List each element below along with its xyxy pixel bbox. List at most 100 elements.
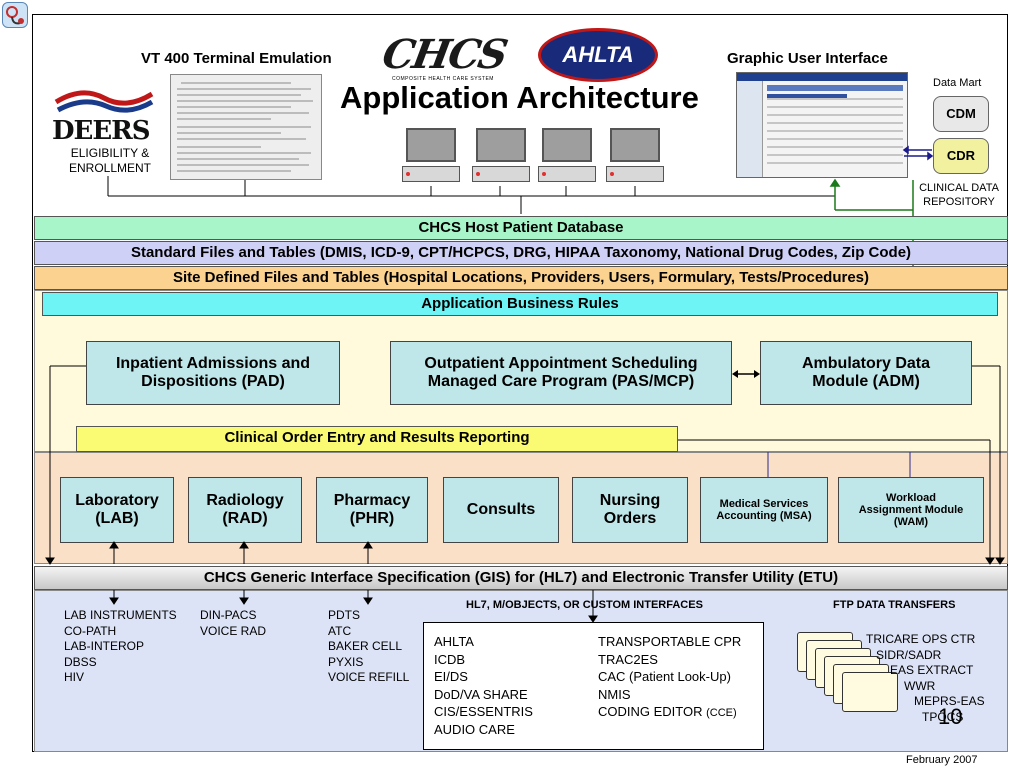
list-item: PDTS (328, 608, 361, 622)
wam-line-2: Assignment Module (858, 504, 964, 516)
deers-logo: DEERS (52, 84, 156, 146)
order-entry-bar: Clinical Order Entry and Results Reporti… (76, 426, 678, 452)
eligibility-line-1: ELIGIBILITY & (70, 146, 150, 160)
list-item: WWR (904, 678, 936, 693)
list-item: LAB INSTRUMENTS (64, 608, 177, 622)
list-item: CODING EDITOR (CCE) (598, 703, 741, 723)
lab-module: Laboratory(LAB) (60, 477, 174, 543)
standard-files-bar: Standard Files and Tables (DMIS, ICD-9, … (34, 241, 1008, 265)
list-item: CIS/ESSENTRIS (434, 704, 533, 719)
vt-terminal-screenshot (170, 74, 322, 180)
deers-logo-text: DEERS (52, 116, 151, 146)
business-rules-bar: Application Business Rules (42, 292, 998, 316)
gui-screenshot (736, 72, 908, 178)
msa-line-2: Accounting (MSA) (716, 510, 812, 522)
list-item: CO-PATH (64, 623, 117, 638)
coding-editor-suffix: (CCE) (706, 707, 737, 719)
list-item: VOICE REFILL (328, 670, 410, 684)
ftp-heading: FTP DATA TRANSFERS (833, 599, 956, 611)
list-item: ATC (328, 623, 352, 638)
list-item: PYXIS (328, 654, 364, 669)
list-item: NMIS (598, 686, 631, 702)
msa-line-1: Medical Services (719, 498, 809, 510)
list-item: TRAC2ES (598, 651, 658, 667)
list-item: AHLTA (434, 634, 474, 649)
rad-interfaces-list: DIN-PACS VOICE RAD (200, 608, 266, 639)
pc-icon (402, 128, 460, 188)
pc-icon (538, 128, 596, 188)
wam-line-3: (WAM) (893, 516, 929, 528)
list-item: EI/DS (434, 669, 468, 684)
vt-terminal-label: VT 400 Terminal Emulation (141, 50, 332, 67)
hl7-column-2: TRANSPORTABLE CPR TRAC2ES CAC (Patient L… (598, 633, 741, 723)
list-item: HIV (64, 670, 85, 684)
list-item: DoD/VA SHARE (434, 686, 528, 702)
phr-interfaces-list: PDTS ATC BAKER CELL PYXIS VOICE REFILL (328, 608, 409, 686)
host-patient-database-bar: CHCS Host Patient Database (34, 216, 1008, 240)
list-item: ICDB (434, 651, 466, 667)
stethoscope-icon (2, 2, 28, 28)
rad-line-2: (RAD) (222, 510, 268, 527)
list-item: BAKER CELL (328, 639, 403, 653)
site-defined-files-bar: Site Defined Files and Tables (Hospital … (34, 266, 1008, 290)
nursing-line-1: Nursing (599, 492, 661, 509)
chcs-logo: CHCS COMPOSITE HEALTH CARE SYSTEM (379, 31, 510, 82)
consults-label: Consults (466, 501, 536, 518)
list-item: AUDIO CARE (434, 721, 515, 737)
adm-line-2: Module (ADM) (812, 373, 920, 390)
date-footer: February 2007 (906, 754, 978, 766)
consults-module: Consults (443, 477, 559, 543)
phr-line-1: Pharmacy (333, 492, 411, 509)
list-item: EAS EXTRACT (890, 663, 974, 677)
list-item: VOICE RAD (200, 623, 267, 638)
adm-line-1: Ambulatory Data (801, 355, 931, 372)
cdm-database: CDM (933, 96, 989, 132)
chcs-logo-subtitle: COMPOSITE HEALTH CARE SYSTEM (392, 76, 494, 82)
pas-adm-arrow (732, 370, 760, 378)
repository-line-2: REPOSITORY (923, 196, 995, 208)
page-number: 10 (938, 704, 963, 729)
folder-icon (842, 672, 898, 712)
clinical-data-repository-label: CLINICAL DATA REPOSITORY (914, 181, 1004, 209)
list-item: CAC (Patient Look-Up) (598, 669, 731, 684)
page-title: Application Architecture (340, 80, 699, 115)
pc-icon (606, 128, 664, 188)
lab-interfaces-list: LAB INSTRUMENTS CO-PATH LAB-INTEROP DBSS… (64, 608, 177, 686)
pad-line-2: Dispositions (PAD) (141, 373, 285, 390)
ahlta-logo: AHLTA (538, 28, 658, 82)
list-item: DIN-PACS (200, 608, 257, 622)
list-item: LAB-INTEROP (64, 639, 145, 653)
rad-module: Radiology(RAD) (188, 477, 302, 543)
list-item: TPOCS (922, 709, 964, 724)
pas-line-1: Outpatient Appointment Scheduling (424, 355, 698, 372)
pad-line-1: Inpatient Admissions and (115, 355, 311, 372)
lab-line-1: Laboratory (75, 492, 159, 509)
hl7-interfaces-box: AHLTA ICDB EI/DS DoD/VA SHARE CIS/ESSENT… (423, 622, 764, 750)
repository-line-1: CLINICAL DATA (919, 182, 999, 194)
wam-line-1: Workload (886, 492, 936, 504)
data-mart-label: Data Mart (933, 77, 982, 89)
list-item: MEPRS-EAS (914, 694, 985, 708)
lab-line-2: (LAB) (95, 510, 139, 527)
list-item: TRICARE OPS CTR (866, 632, 976, 646)
ahlta-logo-text: AHLTA (562, 42, 634, 67)
hl7-column-1: AHLTA ICDB EI/DS DoD/VA SHARE CIS/ESSENT… (434, 633, 533, 738)
nursing-line-2: Orders (603, 510, 657, 527)
list-item: TRANSPORTABLE CPR (598, 634, 742, 649)
coding-editor-label: CODING EDITOR (598, 704, 703, 719)
rad-line-1: Radiology (206, 492, 284, 509)
eligibility-line-2: ENROLLMENT (68, 161, 151, 175)
list-item: DBSS (64, 654, 97, 669)
cdr-database: CDR (933, 138, 989, 174)
phr-line-2: (PHR) (349, 510, 395, 527)
pas-line-2: Managed Care Program (PAS/MCP) (427, 373, 695, 390)
gui-label: Graphic User Interface (727, 50, 888, 67)
eligibility-label: ELIGIBILITY & ENROLLMENT (60, 146, 160, 176)
